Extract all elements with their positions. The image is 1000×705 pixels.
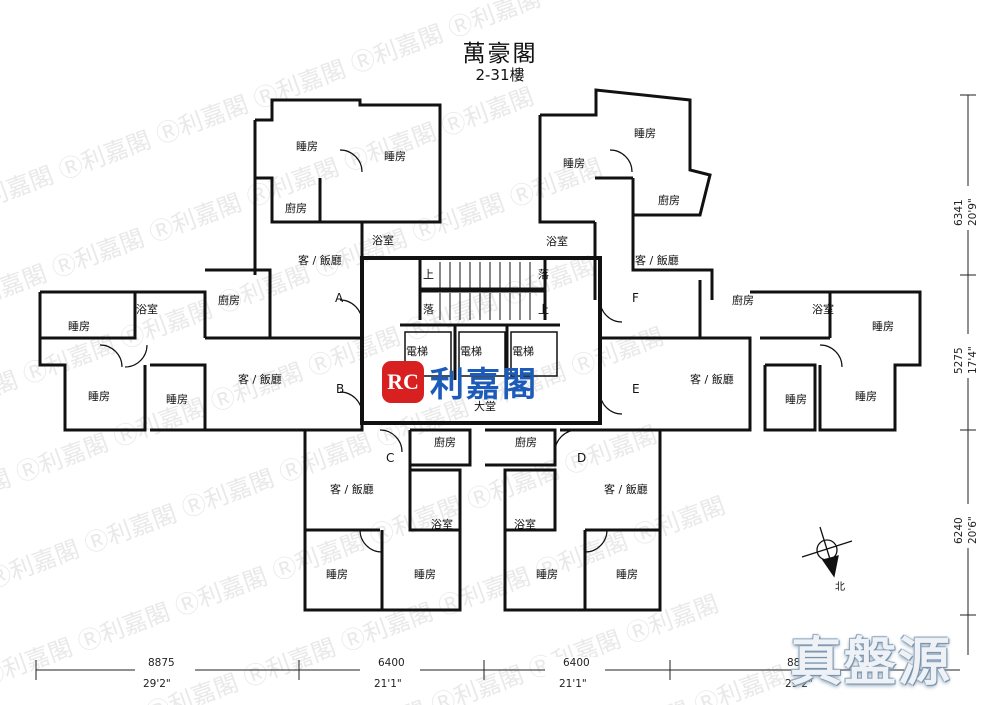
unit-e-bedroom-3: 睡房 (855, 390, 877, 403)
dim-bottom-3-mm: 6400 (563, 657, 590, 669)
unit-e-living: 客 / 飯廳 (690, 372, 734, 386)
stairs (439, 262, 531, 320)
dim-bottom-4-mm: 8875 (787, 657, 814, 669)
unit-label-a: A (335, 291, 344, 305)
unit-d-bathroom: 浴室 (514, 517, 536, 531)
unit-f-bathroom: 浴室 (546, 234, 568, 248)
agency-name: 利嘉閣 (430, 365, 538, 405)
unit-a-bedroom-1: 睡房 (296, 140, 318, 153)
unit-f-bedroom-1: 睡房 (634, 127, 656, 140)
unit-a-bathroom: 浴室 (372, 233, 394, 247)
unit-label-f: F (632, 291, 639, 305)
dim-right-1-mm: 6341 (953, 199, 965, 226)
unit-c-bedroom-2: 睡房 (414, 568, 436, 581)
unit-b-bedroom-2: 睡房 (88, 390, 110, 403)
unit-label-c: C (386, 451, 394, 465)
unit-label-e: E (632, 382, 640, 396)
agency-logo: RC 利嘉閣 (382, 357, 538, 406)
lobby-label: 大堂 (474, 399, 496, 413)
stairs-up-2: 上 (538, 303, 549, 316)
unit-f-bedroom-2: 睡房 (563, 157, 585, 170)
dimension-labels: 8875 29'2" 6400 21'1" 6400 21'1" 8875 29… (135, 186, 979, 690)
dim-right-1-ft: 20'9" (967, 198, 979, 226)
unit-f-living: 客 / 飯廳 (635, 253, 679, 267)
unit-e-bathroom: 浴室 (812, 302, 834, 316)
building-name: 萬豪閣 (462, 41, 538, 67)
unit-d-kitchen: 廚房 (515, 435, 537, 449)
unit-label-b: B (336, 382, 344, 396)
lift-shafts (404, 331, 558, 377)
lift-3-label: 電梯 (512, 345, 534, 358)
dim-bottom-4-ft: 29'2" (785, 678, 813, 690)
unit-e-kitchen: 廚房 (732, 293, 754, 307)
stairs-down-1: 落 (538, 268, 549, 281)
unit-label-d: D (577, 451, 586, 465)
source-watermark: 真盤源 (790, 633, 953, 693)
unit-b-bathroom: 浴室 (136, 302, 158, 316)
north-label: 北 (835, 581, 845, 593)
walls (38, 88, 922, 612)
dim-right-2-mm: 5275 (953, 347, 965, 374)
north-compass-icon: 北 (801, 526, 853, 593)
stairs-up-1: 上 (423, 268, 434, 281)
lift-1-label: 電梯 (406, 345, 428, 358)
unit-a-living: 客 / 飯廳 (298, 253, 342, 267)
dim-bottom-3-ft: 21'1" (559, 678, 587, 690)
unit-a-bedroom-2: 睡房 (384, 150, 406, 163)
unit-c-living: 客 / 飯廳 (330, 482, 374, 496)
unit-c-bedroom-1: 睡房 (326, 568, 348, 581)
dim-bottom-2-ft: 21'1" (374, 678, 402, 690)
unit-d-living: 客 / 飯廳 (604, 482, 648, 496)
lift-2-label: 電梯 (460, 345, 482, 358)
floor-range: 2-31樓 (475, 66, 525, 84)
dim-bottom-1-ft: 29'2" (143, 678, 171, 690)
unit-d-bedroom-1: 睡房 (536, 568, 558, 581)
dim-right-3-mm: 6240 (953, 517, 965, 544)
unit-d-bedroom-2: 睡房 (616, 568, 638, 581)
dim-right-2-ft: 17'4" (967, 346, 979, 374)
stairs-down-2: 落 (423, 303, 434, 316)
room-labels: 睡房 睡房 廚房 浴室 客 / 飯廳 A 睡房 浴室 廚房 睡房 睡房 客 / … (68, 127, 894, 581)
unit-e-bedroom-2: 睡房 (785, 393, 807, 406)
unit-c-bathroom: 浴室 (431, 517, 453, 531)
unit-a-kitchen: 廚房 (285, 201, 307, 215)
unit-f-kitchen: 廚房 (658, 193, 680, 207)
unit-b-living: 客 / 飯廳 (238, 372, 282, 386)
unit-b-kitchen: 廚房 (218, 293, 240, 307)
agency-badge-icon: RC (382, 360, 424, 403)
unit-b-bedroom-1: 睡房 (68, 320, 90, 333)
unit-c-kitchen: 廚房 (434, 435, 456, 449)
dim-bottom-1-mm: 8875 (148, 657, 175, 669)
dim-right-3-ft: 20'6" (967, 516, 979, 544)
door-swings (99, 149, 843, 553)
unit-b-bedroom-3: 睡房 (166, 393, 188, 406)
dim-bottom-2-mm: 6400 (378, 657, 405, 669)
unit-e-bedroom-1: 睡房 (872, 320, 894, 333)
